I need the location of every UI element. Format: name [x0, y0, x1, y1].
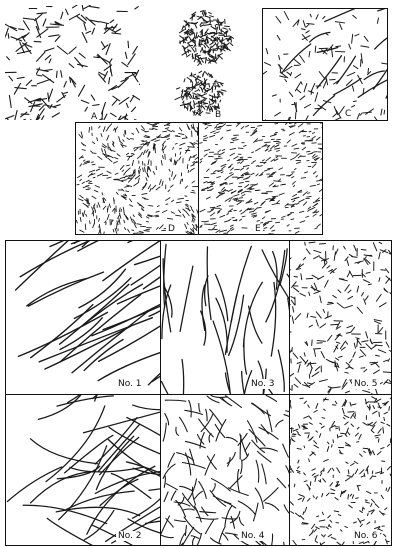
panel-no5-strokes: [290, 241, 391, 394]
panel-e: E: [198, 122, 323, 235]
panel-no5-label: No. 5: [352, 379, 380, 389]
panel-no1: No. 1: [5, 240, 161, 395]
panel-no1-strokes: [6, 241, 160, 394]
panel-c-strokes: [263, 9, 387, 120]
panel-no3: No. 3: [160, 240, 290, 395]
panel-e-strokes: [199, 123, 322, 234]
panel-a: A: [5, 5, 140, 120]
panel-no4: No. 4: [160, 394, 290, 546]
panel-no2-strokes: [6, 395, 160, 545]
panel-e-label: E: [253, 224, 263, 234]
panel-no2-label: No. 2: [116, 531, 144, 541]
panel-no1-label: No. 1: [116, 379, 144, 389]
panel-b-label: B: [213, 110, 223, 120]
panel-d-label: D: [166, 224, 177, 234]
panel-a-strokes: [5, 5, 140, 120]
panel-c: C: [262, 8, 388, 121]
panel-no6: No. 6: [289, 394, 392, 546]
panel-no3-strokes: [161, 241, 289, 394]
panel-no3-label: No. 3: [249, 379, 277, 389]
panel-d: D: [75, 122, 199, 235]
panel-a-label: A: [89, 112, 99, 120]
panel-b: B: [155, 5, 255, 120]
panel-no6-label: No. 6: [352, 531, 380, 541]
panel-b-strokes: [155, 5, 255, 120]
panel-c-label: C: [343, 109, 353, 119]
panel-no5: No. 5: [289, 240, 392, 395]
panel-no6-strokes: [290, 395, 391, 545]
panel-d-strokes: [76, 123, 198, 234]
panel-no4-strokes: [161, 395, 289, 545]
panel-no2: No. 2: [5, 394, 161, 546]
panel-no4-label: No. 4: [239, 531, 267, 541]
